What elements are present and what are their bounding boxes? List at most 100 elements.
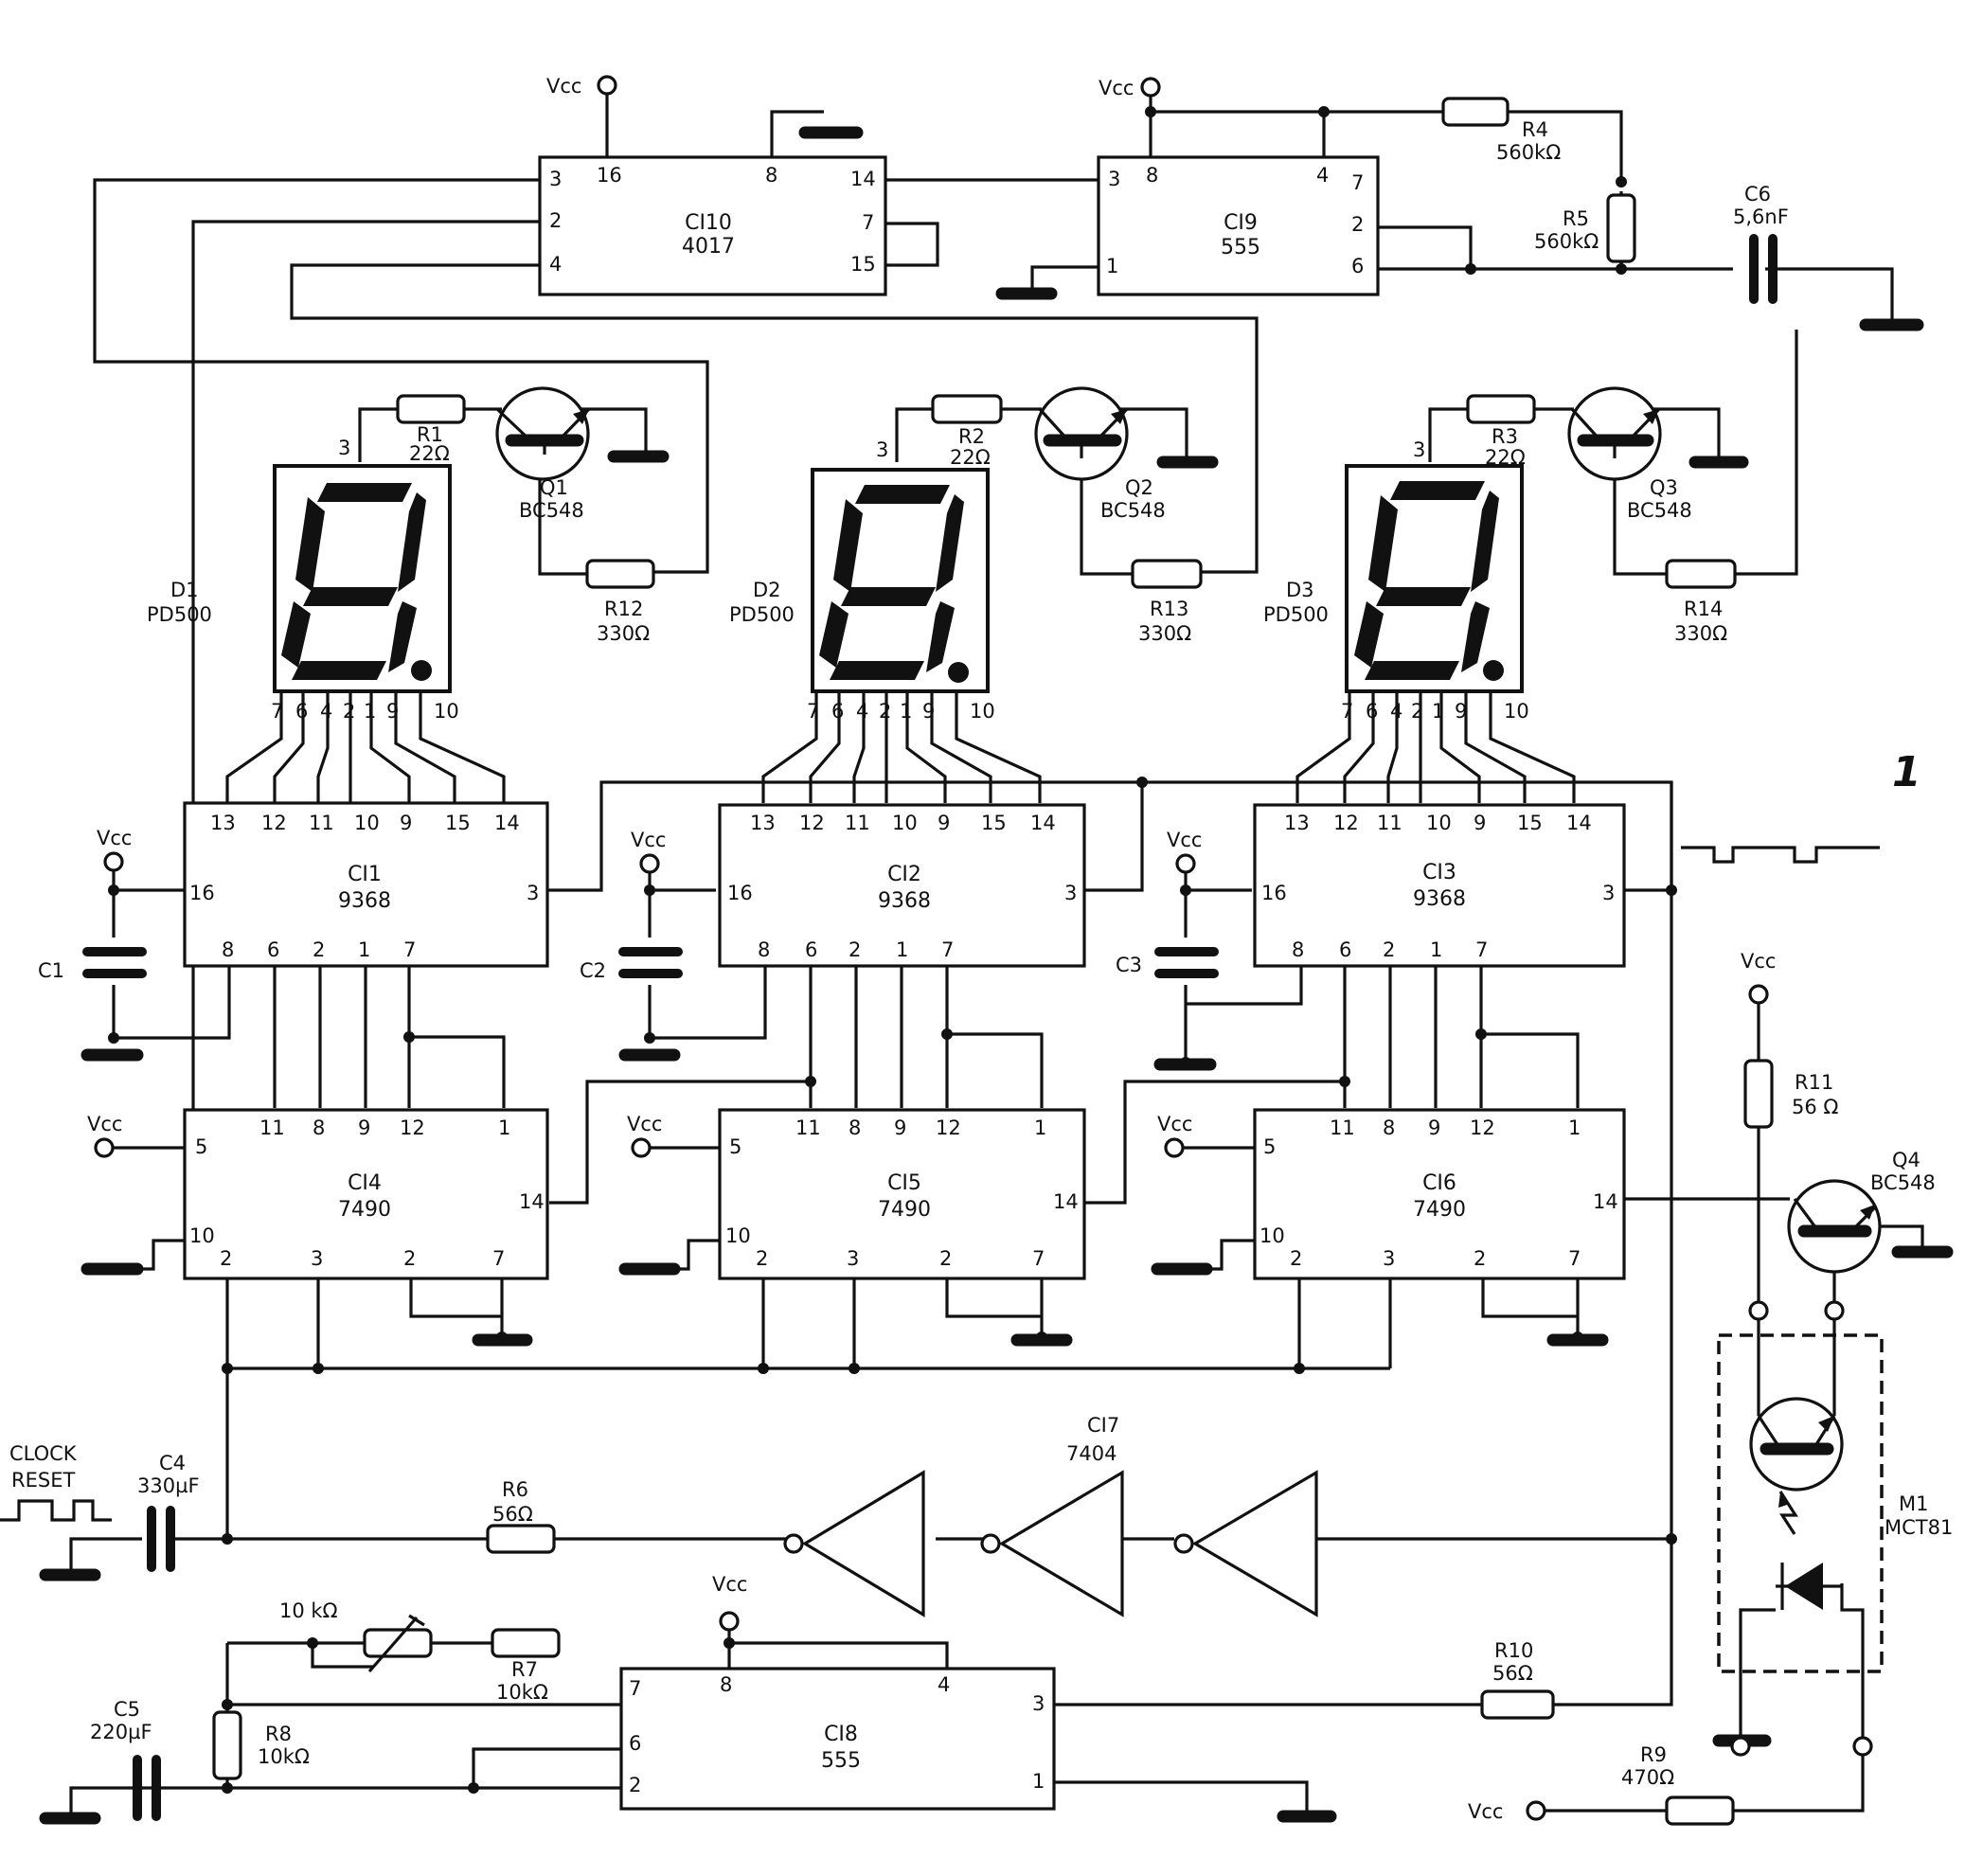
- svg-text:R8: R8: [265, 1723, 292, 1745]
- svg-text:13: 13: [750, 812, 776, 834]
- svg-text:Q2: Q2: [1125, 476, 1153, 499]
- svg-text:CI5: CI5: [887, 1171, 921, 1195]
- svg-text:9: 9: [1474, 812, 1486, 834]
- svg-text:1: 1: [1568, 1117, 1581, 1139]
- ic-ci7-inverters: CI7 7404: [783, 1414, 1318, 1617]
- svg-text:Vcc: Vcc: [1157, 1113, 1192, 1135]
- pulse-symbol: [1681, 846, 1880, 864]
- svg-text:10: 10: [970, 700, 995, 723]
- vcc-terminals: Vcc Vcc Vcc Vcc Vcc Vcc Vcc Vcc Vcc Vcc …: [87, 75, 1873, 1823]
- svg-text:13: 13: [210, 812, 236, 834]
- ic-ci6: CI6 7490 11 8 9 12 1 5 10 14 2 3 2 7: [1253, 1108, 1626, 1280]
- svg-text:C5: C5: [114, 1698, 140, 1721]
- svg-text:6: 6: [629, 1732, 641, 1755]
- display-d1: 3 D1 PD500 7 6 4 2 1 9 10: [147, 437, 459, 723]
- svg-text:D1: D1: [170, 579, 199, 601]
- svg-text:MCT81: MCT81: [1885, 1516, 1953, 1539]
- svg-text:9: 9: [938, 812, 950, 834]
- svg-text:11: 11: [1377, 812, 1402, 834]
- svg-text:2: 2: [403, 1247, 416, 1270]
- svg-text:22Ω: 22Ω: [1485, 446, 1526, 469]
- svg-text:5: 5: [729, 1135, 741, 1158]
- svg-text:3: 3: [1108, 168, 1120, 190]
- svg-text:R1: R1: [417, 423, 443, 446]
- svg-text:R13: R13: [1150, 598, 1188, 620]
- svg-text:Vcc: Vcc: [1741, 950, 1776, 973]
- svg-text:2: 2: [756, 1247, 768, 1270]
- svg-text:Q3: Q3: [1650, 476, 1678, 499]
- svg-text:11: 11: [845, 812, 870, 834]
- svg-text:R10: R10: [1494, 1639, 1533, 1662]
- svg-text:R14: R14: [1684, 598, 1723, 620]
- svg-text:Vcc: Vcc: [1099, 77, 1134, 99]
- svg-text:C2: C2: [580, 959, 606, 982]
- d2-segments: [819, 485, 969, 683]
- svg-text:560kΩ: 560kΩ: [1534, 230, 1599, 253]
- svg-text:7490: 7490: [1413, 1198, 1466, 1222]
- transistor-q2: Q2 BC548: [1034, 386, 1166, 522]
- svg-text:2: 2: [1290, 1247, 1302, 1270]
- svg-text:16: 16: [597, 164, 622, 187]
- svg-text:PD500: PD500: [147, 603, 212, 626]
- d3-segments: [1354, 481, 1504, 681]
- figure-number: 1: [1892, 748, 1921, 796]
- svg-text:6: 6: [1351, 255, 1364, 277]
- transistor-q4: Q4 BC548: [1787, 1149, 1936, 1274]
- svg-text:5: 5: [195, 1135, 207, 1158]
- ic-ci4: CI4 7490 11 8 9 12 1 5 10 14 2 3 2 7: [183, 1108, 549, 1280]
- svg-text:D3: D3: [1286, 579, 1314, 601]
- svg-text:2: 2: [313, 938, 325, 961]
- svg-text:8: 8: [1292, 938, 1304, 961]
- svg-text:7: 7: [1475, 938, 1488, 961]
- svg-text:7: 7: [1032, 1247, 1045, 1270]
- svg-text:9: 9: [400, 812, 412, 834]
- svg-text:15: 15: [850, 253, 876, 276]
- svg-text:2: 2: [939, 1247, 952, 1270]
- svg-text:10: 10: [354, 812, 380, 834]
- d1-segments: [281, 483, 432, 681]
- svg-text:8: 8: [720, 1673, 732, 1696]
- clock-reset-input: CLOCK RESET: [0, 1442, 112, 1522]
- svg-text:BC548: BC548: [519, 499, 584, 522]
- svg-text:PD500: PD500: [729, 603, 795, 626]
- ic-ci9: CI9 555 3 8 4 7 2 1 6: [1097, 155, 1380, 296]
- ic-ci8: CI8 555 7 8 4 3 6 2 1: [619, 1667, 1056, 1811]
- svg-text:CI6: CI6: [1422, 1171, 1456, 1195]
- svg-text:7490: 7490: [878, 1198, 931, 1222]
- svg-text:12: 12: [1470, 1117, 1495, 1139]
- svg-text:14: 14: [1566, 812, 1592, 834]
- svg-text:6: 6: [805, 938, 817, 961]
- ic-ci1: CI1 9368 13 12 11 10 9 15 14 16 3 8 6 2 …: [183, 801, 549, 968]
- svg-text:11: 11: [1330, 1117, 1355, 1139]
- svg-text:1: 1: [498, 1117, 510, 1139]
- svg-text:Vcc: Vcc: [546, 75, 581, 98]
- svg-text:10: 10: [189, 1224, 215, 1247]
- svg-text:12: 12: [799, 812, 825, 834]
- svg-text:3: 3: [311, 1247, 323, 1270]
- svg-text:CI3: CI3: [1422, 861, 1456, 884]
- svg-text:4017: 4017: [682, 235, 735, 259]
- svg-text:9: 9: [386, 700, 399, 723]
- svg-text:8: 8: [849, 1117, 861, 1139]
- svg-text:10: 10: [892, 812, 918, 834]
- svg-text:Vcc: Vcc: [627, 1113, 662, 1135]
- svg-text:Vcc: Vcc: [87, 1113, 122, 1135]
- svg-text:1: 1: [1432, 700, 1444, 723]
- optocoupler-m1: M1 MCT81: [1717, 1333, 1953, 1673]
- svg-text:6: 6: [267, 938, 279, 961]
- svg-text:7: 7: [1568, 1247, 1581, 1270]
- svg-text:12: 12: [1333, 812, 1359, 834]
- svg-text:Vcc: Vcc: [97, 827, 132, 849]
- svg-text:R4: R4: [1522, 118, 1548, 141]
- svg-text:5: 5: [1263, 1135, 1276, 1158]
- svg-text:7: 7: [862, 211, 874, 234]
- svg-text:555: 555: [1221, 236, 1260, 259]
- svg-text:8: 8: [758, 938, 770, 961]
- transistor-q1: Q1 BC548: [495, 386, 591, 522]
- svg-text:330Ω: 330Ω: [1674, 622, 1727, 645]
- svg-text:22Ω: 22Ω: [409, 442, 450, 465]
- svg-text:Vcc: Vcc: [712, 1573, 747, 1596]
- svg-text:56 Ω: 56 Ω: [1792, 1096, 1838, 1118]
- svg-text:1: 1: [896, 938, 908, 961]
